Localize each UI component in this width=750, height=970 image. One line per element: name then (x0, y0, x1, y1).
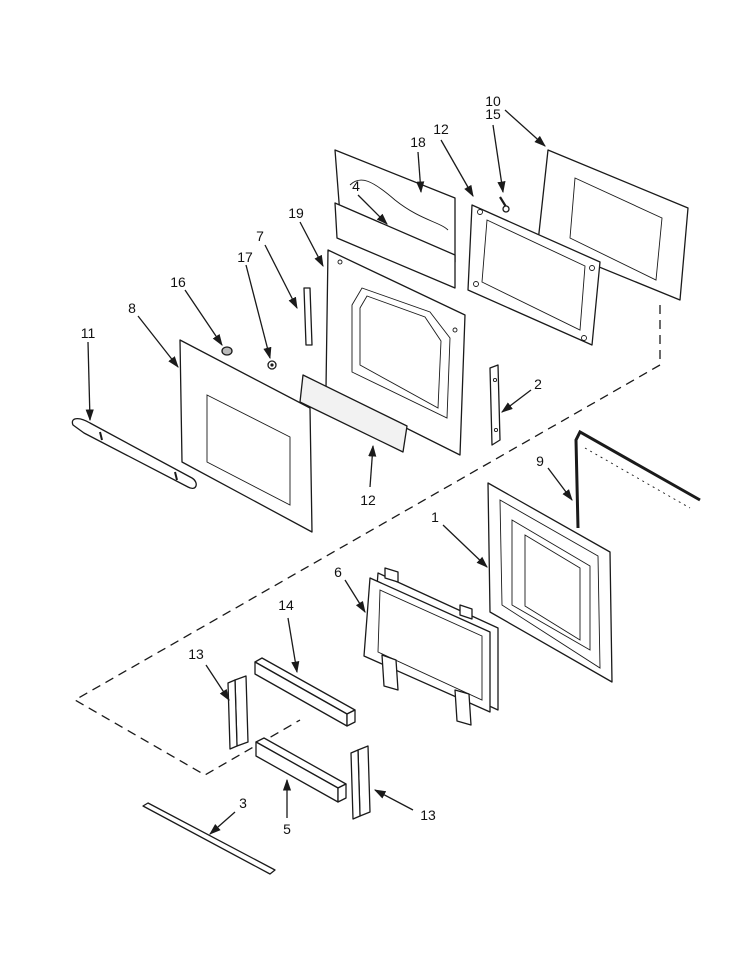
callout-11: 11 (81, 325, 96, 341)
part-2-hinge-bracket (489, 364, 501, 446)
callout-18: 18 (410, 134, 426, 150)
part-6-door-frame (363, 567, 499, 726)
part-13-block-left (227, 675, 249, 750)
part-14-bar (254, 657, 356, 727)
callout-13-left: 13 (188, 646, 204, 662)
callout-12-lower: 12 (360, 492, 376, 508)
callout-13-right: 13 (420, 807, 436, 823)
part-5-bar (255, 737, 347, 803)
part-11-handle (71, 418, 197, 489)
callout-16: 16 (170, 274, 186, 290)
callout-5: 5 (283, 821, 291, 837)
callout-labels: 10 15 12 18 4 19 7 17 16 8 11 2 12 9 1 6… (81, 93, 544, 837)
part-12-trim-strip (299, 374, 408, 453)
part-17-nut (267, 360, 277, 370)
part-7-strip (303, 287, 313, 346)
part-1-door-liner (487, 482, 613, 683)
part-12-glass-frame (467, 204, 601, 346)
assembly-boundary (73, 305, 661, 776)
callout-8: 8 (128, 300, 136, 316)
part-4-shield (334, 202, 456, 289)
part-15-screw (499, 196, 510, 213)
part-13-block-right (350, 745, 371, 820)
part-16-bumper (221, 346, 233, 356)
part-9-gasket (574, 429, 701, 529)
callout-1: 1 (431, 509, 439, 525)
callout-2: 2 (534, 376, 542, 392)
callout-15: 15 (485, 106, 501, 122)
callout-7: 7 (256, 228, 264, 244)
callout-10: 10 (485, 93, 501, 109)
part-8-outer-door-glass (179, 339, 313, 533)
callout-9: 9 (536, 453, 544, 469)
callout-3: 3 (239, 795, 247, 811)
callout-12-top: 12 (433, 121, 449, 137)
callout-6: 6 (334, 564, 342, 580)
part-3-strip (142, 802, 276, 875)
part-10-outer-glass (537, 149, 689, 301)
callout-4: 4 (352, 178, 360, 194)
leader-lines (85, 109, 573, 835)
callout-17: 17 (237, 249, 253, 265)
callout-14: 14 (278, 597, 294, 613)
callout-19: 19 (288, 205, 304, 221)
